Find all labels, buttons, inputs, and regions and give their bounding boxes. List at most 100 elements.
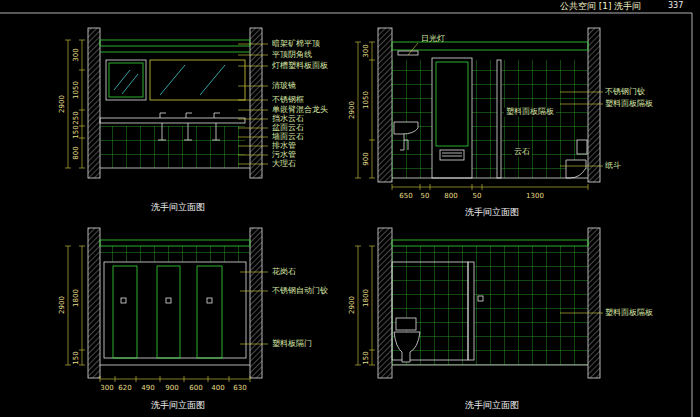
dimension-text: 1800 [72,289,80,307]
toilet-tank [396,318,416,330]
door-sign [166,298,171,303]
dimension-text: 600 [189,384,202,392]
basin-pipe [400,134,408,150]
dimension-lines [65,246,85,365]
dimension-text: 1800 [362,289,370,307]
floor-line [100,365,250,366]
toilet [394,332,420,362]
mirror-glare [122,74,138,94]
floor-line [100,168,250,169]
cubicle-door [113,266,137,358]
page-number: 337 [668,1,683,10]
leader-lines [560,92,603,166]
callout-text: 单嵌臂混合龙头 [272,106,328,115]
mirror-glare [200,65,225,95]
wall-section [588,228,600,378]
elevation-top-left [65,28,268,178]
door-sign [121,298,126,303]
leader-lines [240,272,268,344]
dimension-text: 2900 [58,296,66,314]
callout-text: 不锈钢门铰 [605,88,645,97]
callout-text: 不锈钢框 [272,96,304,105]
callout-text: 塑料板隔门 [272,340,312,349]
wall-section [88,28,100,178]
frame-line [692,13,693,417]
wall-tiles [501,60,588,178]
dimension-text: 50 [473,192,482,200]
dimension-lines [100,376,250,382]
view-caption: 洗手间立面图 [465,400,519,410]
door-vent [442,153,462,156]
dimension-text: 400 [211,384,224,392]
dimension-text: 150 [362,351,370,364]
mirror-panel [150,60,245,100]
dimension-text: 650 [399,192,412,200]
sheet-title: 公共空间 [1] 洗手间 [560,1,641,11]
dimension-text: 300 [362,44,370,57]
ceiling [100,40,250,46]
callout-text: 墙面云石 [272,133,304,142]
callout-text: 大理石 [272,160,296,169]
wall-tiles [392,60,432,178]
view-caption: 洗手间立面图 [151,400,205,410]
floor-line [392,365,588,366]
wall-tiles [392,246,588,365]
fluorescent-light [398,51,418,55]
dimension-text: 1050 [72,81,80,99]
door-sign [207,298,212,303]
mirror [109,63,143,97]
cubicle-front [104,262,246,358]
dimension-lines [355,246,375,365]
callout-text: 挡水云石 [272,115,304,124]
dimension-text: 300 [72,48,80,61]
dimension-text: 620 [118,384,131,392]
dimension-text: 2900 [58,95,66,113]
dimension-text: 300 [100,384,113,392]
callout-text: 塑料面板隔板 [504,108,556,117]
dimension-text: 900 [165,384,178,392]
ceiling [392,42,588,50]
dimension-text: 900 [362,152,370,165]
leader-lines [238,44,268,164]
door-panel [436,62,468,146]
callout-text: 花岗石 [272,268,296,277]
view-caption: 洗手间立面图 [151,202,205,212]
elevation-bottom-left [65,228,268,382]
dimension-text: 800 [444,192,457,200]
wall-section [88,228,100,378]
dimension-text: 1050 [362,91,370,109]
toilet [566,160,586,178]
dimension-text: 1300 [526,192,544,200]
callout-text: 清玻镜 [272,82,296,91]
wall-section [378,228,392,378]
wall-section [588,28,600,182]
dimension-lines [392,184,588,190]
mirror-glare [160,65,185,95]
ceiling [392,240,588,246]
wall-section [250,28,262,178]
toilet-tank [577,140,587,154]
sheet-frame [0,13,692,417]
callout-text: 不锈钢自动门铰 [272,287,328,296]
washbasin [394,122,418,134]
frame-line [0,13,692,14]
dimension-text: 490 [141,384,154,392]
faucets [160,113,220,118]
callout-text: 暗架矿棉平顶 [272,40,320,49]
view-caption: 洗手间立面图 [465,207,519,217]
callout-text: 污水管 [272,151,296,160]
dimension-text: 150 [72,125,80,138]
dimension-text: 150 [72,351,80,364]
cubicle-door [157,266,180,358]
dimension-text: 250 [72,111,80,124]
ceiling [100,240,250,246]
dimension-text: 50 [421,192,430,200]
callout-text: 塑料面板隔板 [605,100,653,109]
cubicle-door [197,266,222,358]
partition [468,262,474,360]
callout-text: 盆面云石 [272,124,304,133]
callout-text: 平顶阴角线 [272,51,312,60]
elevation-top-right [355,28,603,190]
wall-tiles [100,126,245,168]
door-sign [478,296,483,301]
